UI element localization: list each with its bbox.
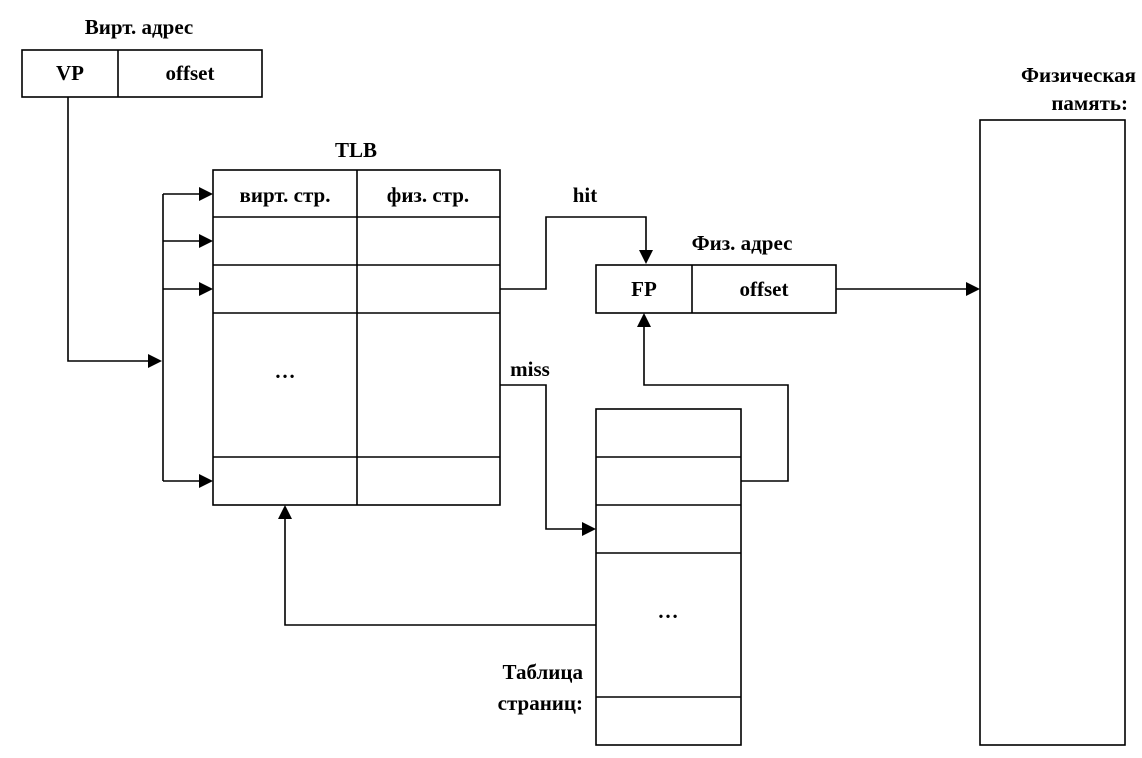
page-table-ellipsis: … <box>658 599 679 623</box>
hit-path: hit <box>500 183 653 290</box>
physical-address-box <box>595 264 837 314</box>
hit-label: hit <box>573 183 598 207</box>
physical-memory-box <box>979 119 1126 746</box>
page-table-title-line1: Таблица <box>503 660 584 684</box>
page-table-to-tlb-arrowhead <box>278 505 292 519</box>
bus-branch-arrowhead <box>199 474 213 488</box>
physical-memory-title-line1: Физическая <box>1021 63 1136 87</box>
physical-memory-title-line2: память: <box>1051 91 1128 115</box>
miss-path: miss <box>500 357 596 536</box>
tlb-header-virtual-page: вирт. стр. <box>240 183 331 207</box>
page-table-to-fp-line <box>643 326 789 482</box>
page-table-to-tlb-line <box>284 518 596 626</box>
physical-memory: Физическая память: <box>979 63 1136 746</box>
vp-to-bus-line <box>67 97 150 362</box>
vp-to-bus-arrowhead <box>148 354 162 368</box>
bus-branch-arrowhead <box>199 187 213 201</box>
bus-branch-arrowhead <box>199 282 213 296</box>
physical-address: Физ. адрес FP offset <box>595 231 837 314</box>
vp-lookup-arrows <box>67 97 213 488</box>
page-table-to-fp-arrowhead <box>637 313 651 327</box>
tlb-title: TLB <box>335 138 377 162</box>
physical-address-title: Физ. адрес <box>692 231 793 255</box>
tlb: TLB вирт. стр. физ. стр. … <box>212 138 501 506</box>
physical-page-field: FP <box>631 277 657 301</box>
miss-arrowhead <box>582 522 596 536</box>
page-table: … Таблица страниц: <box>498 408 742 746</box>
miss-line <box>500 384 584 530</box>
virtual-page-field: VP <box>56 61 84 85</box>
virtual-offset-field: offset <box>166 61 215 85</box>
virtual-address-box <box>21 49 263 98</box>
address-to-memory-arrowhead <box>966 282 980 296</box>
bus-branch-arrowhead <box>199 234 213 248</box>
virtual-address-title: Вирт. адрес <box>85 15 193 39</box>
address-to-memory-arrow <box>836 282 980 296</box>
hit-arrowhead <box>639 250 653 264</box>
tlb-ellipsis: … <box>275 359 296 383</box>
hit-line <box>500 216 647 290</box>
page-table-title-line2: страниц: <box>498 691 583 715</box>
page-table-box <box>595 408 742 746</box>
tlb-header-physical-page: физ. стр. <box>387 183 469 207</box>
page-table-to-tlb-arrow <box>278 505 596 626</box>
page-table-to-fp-arrow <box>637 313 789 482</box>
physical-offset-field: offset <box>740 277 789 301</box>
miss-label: miss <box>510 357 550 381</box>
virtual-address: Вирт. адрес VP offset <box>21 15 263 98</box>
